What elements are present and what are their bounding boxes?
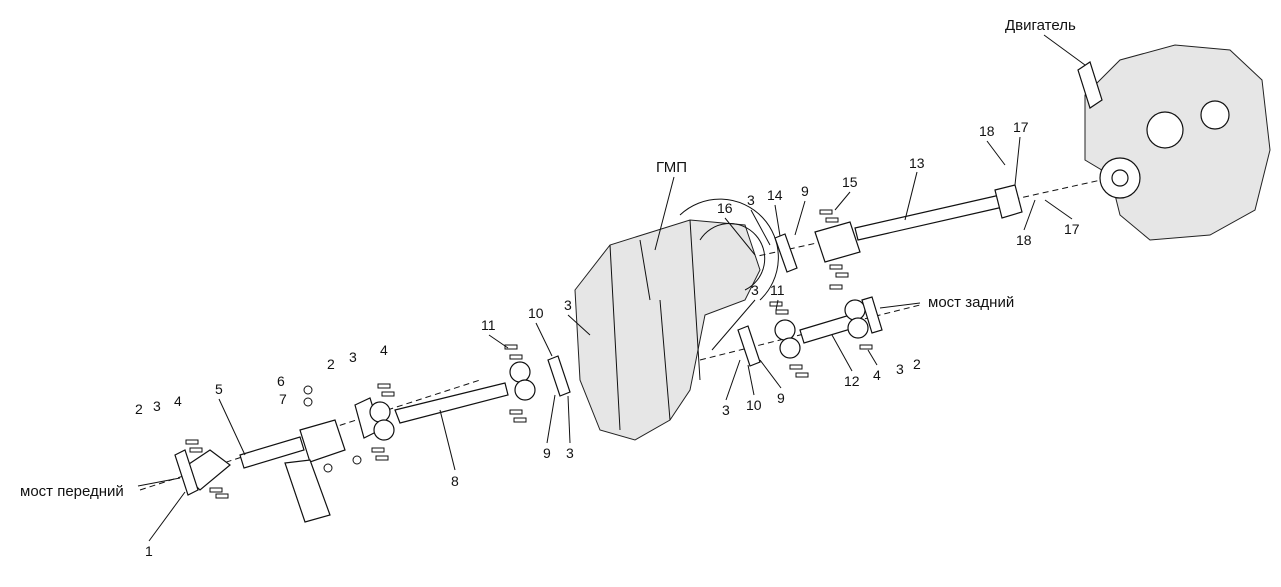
callout-2: 2 xyxy=(327,356,335,372)
callout-3: 3 xyxy=(564,297,572,313)
engine-axis-line xyxy=(739,177,1111,261)
callout-2: 2 xyxy=(135,401,143,417)
callout-3: 3 xyxy=(722,402,730,418)
callout-18: 18 xyxy=(979,123,995,139)
callouts: 18 17 13 15 9 14 3 16 18 17 3 11 3 10 11… xyxy=(135,119,1080,559)
transmission-illustration xyxy=(574,198,779,441)
callout-13: 13 xyxy=(909,155,925,171)
callout-1: 1 xyxy=(145,543,153,559)
callout-8: 8 xyxy=(451,473,459,489)
callout-3: 3 xyxy=(747,192,755,208)
rear-cardan-shaft xyxy=(737,296,883,367)
callout-3: 3 xyxy=(896,361,904,377)
callout-3: 3 xyxy=(751,282,759,298)
callout-4: 4 xyxy=(174,393,182,409)
callout-6: 6 xyxy=(277,373,285,389)
callout-15: 15 xyxy=(842,174,858,190)
leader-lines xyxy=(137,34,1086,542)
callout-18: 18 xyxy=(1016,232,1032,248)
callout-12: 12 xyxy=(844,373,860,389)
callout-9: 9 xyxy=(801,183,809,199)
callout-10: 10 xyxy=(528,305,544,321)
callout-11: 11 xyxy=(770,282,785,298)
callout-16: 16 xyxy=(717,200,733,216)
callout-9: 9 xyxy=(777,390,785,406)
callout-4: 4 xyxy=(873,367,881,383)
engine-cardan-shaft xyxy=(774,184,1023,273)
bolts xyxy=(185,209,873,499)
callout-17: 17 xyxy=(1064,221,1080,237)
callout-7: 7 xyxy=(279,391,287,407)
front-axle-label: мост передний xyxy=(20,483,124,500)
callout-9: 9 xyxy=(543,445,551,461)
front-cardan-shaft xyxy=(174,355,571,523)
callout-17: 17 xyxy=(1013,119,1029,135)
callout-14: 14 xyxy=(767,187,783,203)
callout-10: 10 xyxy=(746,397,762,413)
callout-3: 3 xyxy=(153,398,161,414)
callout-3: 3 xyxy=(349,349,357,365)
rear-axle-label: мост задний xyxy=(928,294,1014,311)
callout-4: 4 xyxy=(380,342,388,358)
callout-2: 2 xyxy=(913,356,921,372)
transmission-label: ГМП xyxy=(656,159,687,176)
engine-label: Двигатель xyxy=(1005,17,1076,34)
callout-5: 5 xyxy=(215,381,223,397)
callout-11: 11 xyxy=(481,317,496,333)
callout-3: 3 xyxy=(566,445,574,461)
engine-illustration xyxy=(1077,44,1271,241)
